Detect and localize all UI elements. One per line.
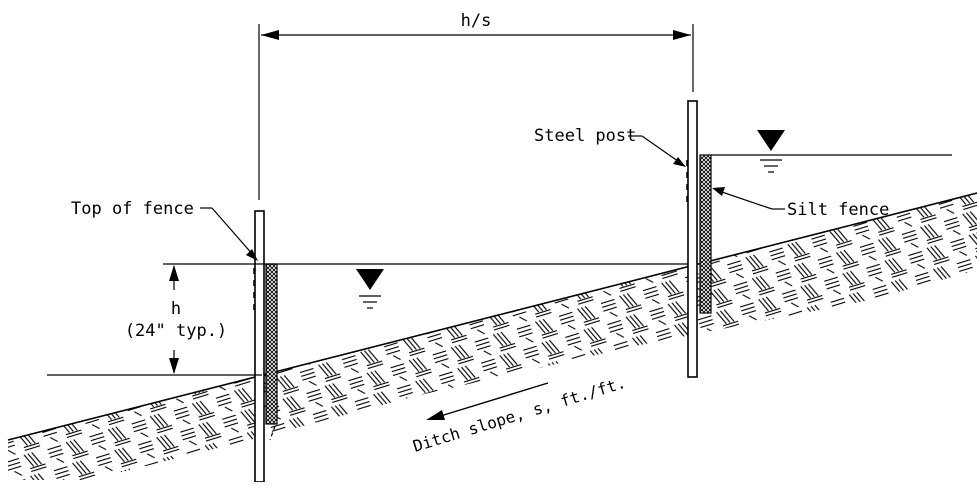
top-of-fence-label: Top of fence — [71, 199, 194, 219]
spacing-label: h/s — [461, 11, 492, 31]
ground-line — [7, 192, 977, 441]
water-surface-icon — [356, 269, 384, 309]
top-of-fence-arrowhead — [246, 249, 258, 261]
right-steel-post — [687, 100, 698, 378]
left-steel-post — [254, 210, 265, 483]
right-silt-fence-fabric — [699, 154, 712, 314]
steel-post-arrowhead — [673, 157, 686, 167]
height-arrowhead-bottom — [169, 358, 179, 374]
silt-fence-label: Silt fence — [787, 200, 889, 220]
height-label: h — [171, 299, 181, 319]
left-fence — [253, 210, 278, 483]
height-note: (24" typ.) — [125, 321, 227, 341]
steel-post-label: Steel post — [534, 126, 636, 146]
height-arrowhead-top — [169, 265, 179, 281]
right-fence — [686, 100, 712, 378]
silt-fence-leader-angled — [715, 189, 773, 210]
top-of-fence-leader-angled — [211, 207, 255, 257]
water-surface-icon — [757, 130, 785, 173]
steel-post-leader-angled — [641, 135, 683, 165]
left-silt-fence-fabric — [265, 263, 278, 425]
spacing-arrowhead-right — [673, 30, 691, 40]
silt-fence-arrowhead — [712, 187, 725, 196]
soil-hatch — [8, 193, 977, 480]
left-fabric-tail — [269, 425, 276, 441]
spacing-arrowhead-left — [261, 30, 279, 40]
arrow-left-icon — [426, 382, 549, 420]
